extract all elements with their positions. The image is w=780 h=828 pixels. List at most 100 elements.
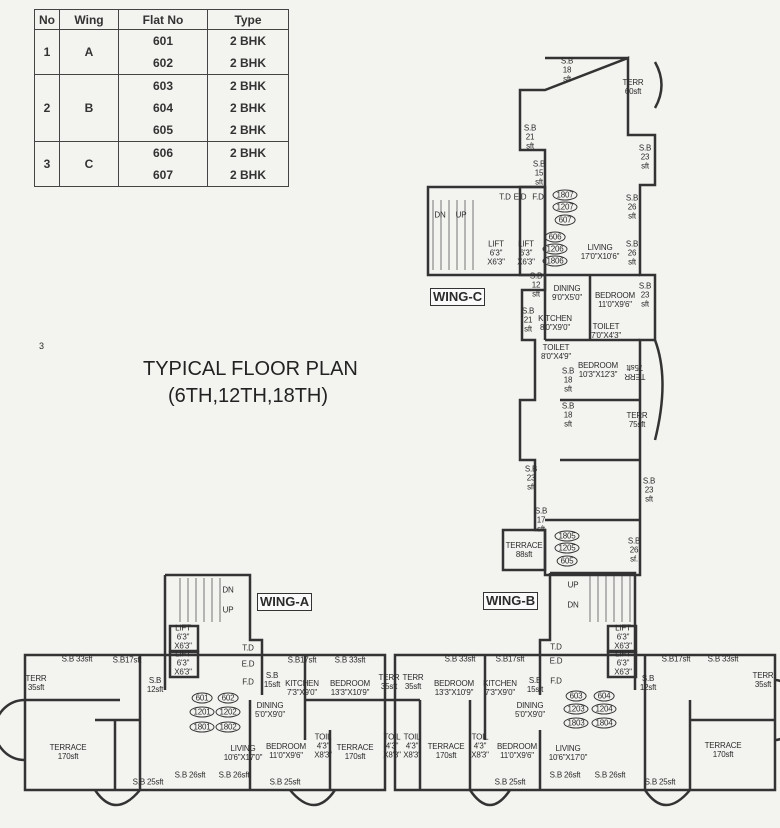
cell-wing: C: [59, 141, 119, 187]
room-label: S.B 26sft: [594, 770, 626, 780]
room-label: UP: [222, 605, 234, 615]
flat-number-badge: 1204: [591, 703, 617, 715]
flat-number-badge: 605: [556, 555, 578, 567]
room-label: S.B 33sft: [707, 654, 739, 664]
room-label: S.B 18 sft: [561, 366, 575, 394]
flat-number-badge: 1803: [563, 717, 589, 729]
type: 2 BHK: [229, 168, 266, 182]
room-label: S.B 23 sft: [524, 464, 538, 492]
header-type: Type: [207, 9, 289, 30]
room-label: S.B 18 sft: [561, 401, 575, 429]
room-label: S.B 21 sft: [523, 123, 537, 151]
type: 2 BHK: [229, 56, 266, 70]
flat-number-badge: 602: [217, 692, 239, 704]
room-label: UP: [455, 210, 467, 220]
room-label: DN: [434, 210, 446, 220]
cell-types: 2 BHK 2 BHK: [207, 29, 289, 75]
flat-number-badge: 606: [544, 231, 566, 243]
room-label: TERR 35sft: [378, 673, 400, 691]
table-header-row: No Wing Flat No Type: [34, 9, 289, 30]
room-label: TERR 35sft: [25, 674, 47, 692]
room-label: LIFT 6'3" X6'3": [487, 239, 505, 267]
room-label: S.B 25sft: [132, 777, 164, 787]
room-label: TERR 75sft: [624, 363, 646, 381]
bottom-strip-outline: [23, 653, 777, 792]
cell-types: 2 BHK 2 BHK: [207, 141, 289, 187]
type: 2 BHK: [229, 79, 266, 93]
type: 2 BHK: [229, 123, 266, 137]
room-label: TOILET 8'0"X4'9": [540, 343, 572, 361]
flat: 606: [152, 146, 174, 160]
flat-number-badge: 1203: [563, 703, 589, 715]
room-label: E.D: [241, 659, 255, 669]
room-label: TOILET 7'0"X4'3": [590, 322, 622, 340]
flat: 605: [152, 123, 174, 137]
flat-number-badge: 1205: [554, 542, 580, 554]
cell-wing: A: [59, 29, 119, 75]
room-label: S.B 26sft: [549, 770, 581, 780]
cell-no: 3: [34, 141, 60, 187]
room-label: S.B 33sft: [61, 654, 93, 664]
room-label: S.B 26sft: [218, 770, 250, 780]
room-label: E.D: [549, 656, 563, 666]
room-label: DN: [222, 585, 234, 595]
room-label: LIFT 6'3" X6'3": [517, 239, 535, 267]
room-label: TOIL 4'3" X8'3": [471, 732, 489, 760]
room-label: DN: [567, 600, 579, 610]
room-label: BEDROOM 10'3"X12'3": [578, 361, 618, 379]
room-label: S.B 26 sft: [625, 193, 639, 221]
cell-types: 2 BHK 2 BHK 2 BHK: [207, 74, 289, 142]
flat: 601: [152, 34, 174, 48]
room-label: TERRACE 170sft: [49, 743, 87, 761]
room-label: S.B 25sft: [269, 777, 301, 787]
room-label: LIFT 6'3" X6'3": [174, 649, 192, 677]
flat-number-badge: 1201: [189, 706, 215, 718]
type: 2 BHK: [229, 101, 266, 115]
room-label: LIVING 10'6"X17'0": [548, 744, 588, 762]
room-label: S.B 23 sft: [638, 281, 652, 309]
room-label: TERR 75sft: [626, 411, 648, 429]
flat-number-badge: 1806: [542, 255, 568, 267]
room-label: S.B 12sft: [639, 674, 657, 692]
room-label: S.B 15 sft: [532, 159, 546, 187]
wing-a-label: WING-A: [257, 593, 313, 611]
wing-c-label: WING-C: [430, 288, 486, 306]
room-label: T.D: [499, 192, 511, 202]
room-label: LIVING 17'0"X10'6": [580, 243, 620, 261]
flat-number-badge: 1807: [552, 189, 578, 201]
room-label: S.B 33sft: [444, 654, 476, 664]
room-label: DINING 5'0"X9'0": [514, 701, 546, 719]
flat-number-badge: 1805: [554, 530, 580, 542]
room-label: S.B 15sft: [263, 671, 281, 689]
header-flat-no: Flat No: [118, 9, 208, 30]
room-label: BEDROOM 11'0"X9'6": [497, 742, 537, 760]
room-label: S.B 18 sft: [560, 56, 574, 84]
room-label: DINING 5'0"X9'0": [254, 701, 286, 719]
room-label: E.D: [513, 192, 527, 202]
flat-number-badge: 603: [565, 690, 587, 702]
wing-b-label: WING-B: [483, 592, 539, 610]
room-label: S.B 25sft: [494, 777, 526, 787]
room-label: TERRACE 170sft: [427, 742, 465, 760]
flat-number-badge: 604: [593, 690, 615, 702]
room-label: TERR 35sft: [402, 673, 424, 691]
flat-number-badge: 1804: [591, 717, 617, 729]
room-label: TERR 35sft: [752, 671, 774, 689]
room-label: S.B17sft: [112, 655, 142, 665]
type: 2 BHK: [229, 34, 266, 48]
room-label: S.B 12sft: [146, 676, 164, 694]
room-label: S.B 15sft: [526, 676, 544, 694]
room-label: KITCHEN 7'3"X9'0": [483, 679, 517, 697]
flat: 604: [152, 101, 174, 115]
terrace-88-outline: [501, 528, 547, 572]
room-label: TOIL 4'3" X8'3": [383, 732, 401, 760]
room-label: T.D: [242, 643, 254, 653]
type: 2 BHK: [229, 146, 266, 160]
plan-title: TYPICAL FLOOR PLAN: [143, 358, 358, 380]
room-label: TOIL 4'3" X8'3": [314, 732, 332, 760]
